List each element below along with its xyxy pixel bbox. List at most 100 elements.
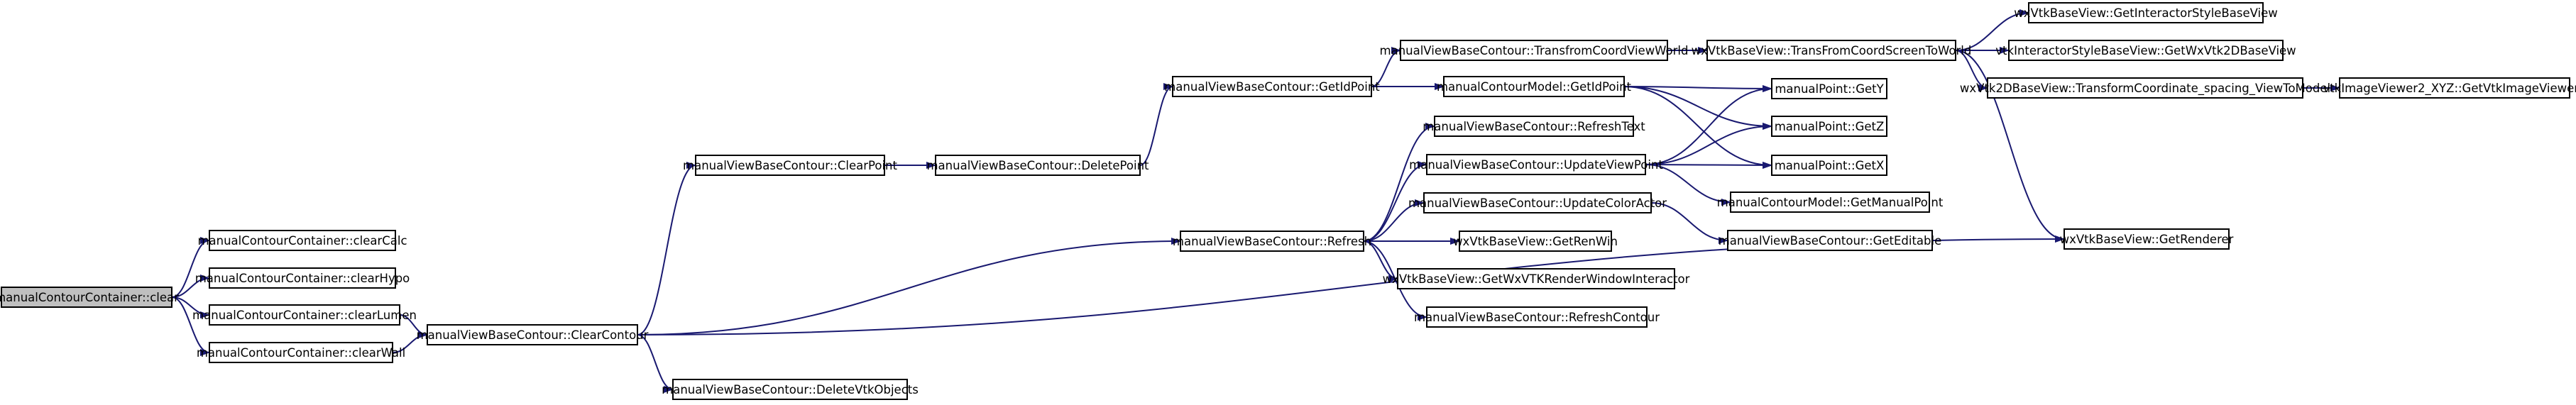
node-box[interactable] (1459, 231, 1612, 252)
node-label: vtkInteractorStyleBaseView::GetWxVtk2DBa… (1995, 44, 2296, 57)
node-label: manualContourContainer::clear (0, 291, 179, 304)
node-box[interactable] (1172, 76, 1372, 97)
node-manualviewbasecontour-updateviewpoint[interactable]: manualViewBaseContour::UpdateViewPoint (1409, 154, 1663, 175)
node-box[interactable] (209, 304, 400, 326)
edge-n19-to-n25 (1955, 9, 2029, 51)
edge-n19-to-n28 (1955, 50, 2065, 243)
node-wxvtkbaseview-getinteractorstylebaseview[interactable]: wxVtkBaseView::GetInteractorStyleBaseVie… (2014, 2, 2278, 23)
node-manualviewbasecontour-refreshtext[interactable]: manualViewBaseContour::RefreshText (1423, 116, 1645, 137)
node-wxvtk2dbaseview-transformcoordinate-spacing-viewtomodel[interactable]: wxVtk2DBaseView::TransformCoordinate_spa… (1960, 77, 2330, 99)
node-manualpoint-getz[interactable]: manualPoint::GetZ (1771, 116, 1887, 137)
node-label: manualViewBaseContour::GetEditable (1719, 234, 1942, 248)
node-label: manualViewBaseContour::GetIdPoint (1164, 80, 1380, 94)
node-label: manualViewBaseContour::ClearPoint (683, 159, 897, 172)
node-box[interactable] (1706, 40, 1956, 61)
node-manualviewbasecontour-refresh[interactable]: manualViewBaseContour::Refresh (1173, 231, 1371, 252)
node-label: manualContourContainer::clearWall (197, 346, 405, 360)
edge-n0-to-n2 (171, 274, 210, 298)
edge-n0-to-n4 (171, 296, 210, 356)
edge-n15-to-n24 (1650, 202, 1728, 244)
node-box[interactable] (1771, 78, 1887, 99)
node-box[interactable] (209, 267, 396, 289)
edge-n14-to-n21 (1645, 123, 1772, 165)
node-manualcontourmodel-getidpoint[interactable]: manualContourModel::GetIdPoint (1437, 76, 1632, 97)
node-wxvtkbaseview-getrenderer[interactable]: wxVtkBaseView::GetRenderer (2060, 228, 2234, 250)
node-label: manualViewBaseContour::UpdateColorActor (1408, 196, 1667, 210)
node-label: wxVtkBaseView::GetRenderer (2060, 233, 2234, 246)
node-manualviewbasecontour-updatecoloractor[interactable]: manualViewBaseContour::UpdateColorActor (1408, 192, 1667, 213)
node-label: wxVtkBaseView::GetWxVTKRenderWindowInter… (1383, 272, 1690, 286)
node-box[interactable] (695, 155, 885, 176)
node-box[interactable] (209, 230, 396, 251)
node-box[interactable] (1771, 116, 1887, 137)
node-label: manualViewBaseContour::ClearContour (417, 328, 649, 342)
node-box[interactable] (2028, 2, 2264, 23)
node-manualcontourcontainer-clearlumen[interactable]: manualContourContainer::clearLumen (192, 304, 417, 326)
node-manualviewbasecontour-deletevtkobjects[interactable]: manualViewBaseContour::DeleteVtkObjects (662, 379, 919, 400)
node-label: manualContourContainer::clearCalc (197, 234, 407, 248)
node-box[interactable] (672, 379, 908, 400)
node-vtkimageviewer2-xyz-getvtkimageviewer2[interactable]: vtkImageViewer2_XYZ::GetVtkImageViewer2 (2323, 77, 2576, 99)
node-label: wxVtk2DBaseView::TransformCoordinate_spa… (1960, 82, 2330, 96)
edge-n4-to-n5 (392, 331, 428, 353)
node-label: wxVtkBaseView::TransFromCoordScreenToWor… (1692, 44, 1972, 57)
node-box[interactable] (935, 155, 1141, 176)
node-box[interactable] (1180, 231, 1364, 252)
node-box[interactable] (1443, 76, 1625, 97)
node-box[interactable] (2063, 228, 2230, 250)
node-manualcontourcontainer-clear[interactable]: manualContourContainer::clear (0, 287, 179, 308)
node-manualviewbasecontour-clearcontour[interactable]: manualViewBaseContour::ClearContour (417, 324, 649, 345)
edge-n10-to-n11 (1371, 47, 1401, 87)
node-box[interactable] (1400, 40, 1668, 61)
node-box[interactable] (1426, 154, 1646, 175)
node-manualviewbasecontour-clearpoint[interactable]: manualViewBaseContour::ClearPoint (683, 155, 898, 176)
node-wxvtkbaseview-getrenwin[interactable]: wxVtkBaseView::GetRenWin (1453, 231, 1618, 252)
node-box[interactable] (1730, 192, 1930, 213)
node-label: manualContourModel::GetIdPoint (1437, 80, 1632, 94)
node-box[interactable] (209, 342, 393, 363)
node-vtkinteractorstylebaseview-getwxvtk2dbaseview[interactable]: vtkInteractorStyleBaseView::GetWxVtk2DBa… (1995, 40, 2296, 61)
node-wxvtkbaseview-getwxvtkrenderwindowinteractor[interactable]: wxVtkBaseView::GetWxVTKRenderWindowInter… (1383, 268, 1690, 289)
node-manualcontourcontainer-clearwall[interactable]: manualContourContainer::clearWall (197, 342, 405, 363)
node-label: manualViewBaseContour::UpdateViewPoint (1409, 158, 1663, 172)
node-manualviewbasecontour-geteditable[interactable]: manualViewBaseContour::GetEditable (1719, 230, 1942, 251)
edge-n5-to-n7 (637, 334, 674, 393)
edge-n5-to-n8 (637, 238, 1181, 335)
node-box[interactable] (1434, 116, 1634, 137)
edge-n8-to-n14 (1363, 161, 1427, 242)
node-manualviewbasecontour-refreshcontour[interactable]: manualViewBaseContour::RefreshContour (1414, 306, 1660, 328)
node-label: manualViewBaseContour::RefreshContour (1414, 311, 1660, 324)
node-label: manualPoint::GetX (1775, 159, 1885, 172)
edge-n12-to-n22 (1623, 86, 1772, 169)
node-box[interactable] (1, 287, 172, 308)
node-box[interactable] (1423, 192, 1652, 213)
node-box[interactable] (1987, 77, 2303, 99)
node-label: manualViewBaseContour::DeleteVtkObjects (662, 383, 919, 396)
node-box[interactable] (1426, 306, 1648, 328)
edge-n0-to-n1 (171, 237, 210, 298)
node-manualcontourmodel-getmanualpoint[interactable]: manualContourModel::GetManualPoint (1717, 192, 1944, 213)
node-label: vtkImageViewer2_XYZ::GetVtkImageViewer2 (2323, 82, 2576, 96)
node-manualpoint-getx[interactable]: manualPoint::GetX (1771, 155, 1887, 176)
edge-n12-to-n21 (1623, 86, 1772, 130)
node-manualviewbasecontour-transfromcoordviewworld[interactable]: manualViewBaseContour::TransfromCoordVie… (1380, 40, 1689, 61)
node-manualcontourcontainer-clearcalc[interactable]: manualContourContainer::clearCalc (197, 230, 407, 251)
node-box[interactable] (1727, 230, 1933, 251)
node-manualpoint-gety[interactable]: manualPoint::GetY (1771, 78, 1887, 99)
node-manualcontourcontainer-clearhypo[interactable]: manualContourContainer::clearHypo (195, 267, 410, 289)
edge-n8-to-n18 (1363, 240, 1427, 321)
node-label: manualPoint::GetY (1775, 82, 1884, 96)
node-box[interactable] (427, 324, 638, 345)
edge-n14-to-n20 (1645, 85, 1772, 165)
node-box[interactable] (1771, 155, 1887, 176)
node-box[interactable] (2339, 77, 2570, 99)
node-wxvtkbaseview-transfromcoordscreentoworld[interactable]: wxVtkBaseView::TransFromCoordScreenToWor… (1692, 40, 1972, 61)
edge-n5-to-n6 (637, 162, 696, 335)
node-manualviewbasecontour-deletepoint[interactable]: manualViewBaseContour::DeletePoint (926, 155, 1149, 176)
node-box[interactable] (1397, 268, 1675, 289)
node-label: wxVtkBaseView::GetInteractorStyleBaseVie… (2014, 6, 2278, 20)
node-box[interactable] (2008, 40, 2284, 61)
node-manualviewbasecontour-getidpoint[interactable]: manualViewBaseContour::GetIdPoint (1164, 76, 1380, 97)
